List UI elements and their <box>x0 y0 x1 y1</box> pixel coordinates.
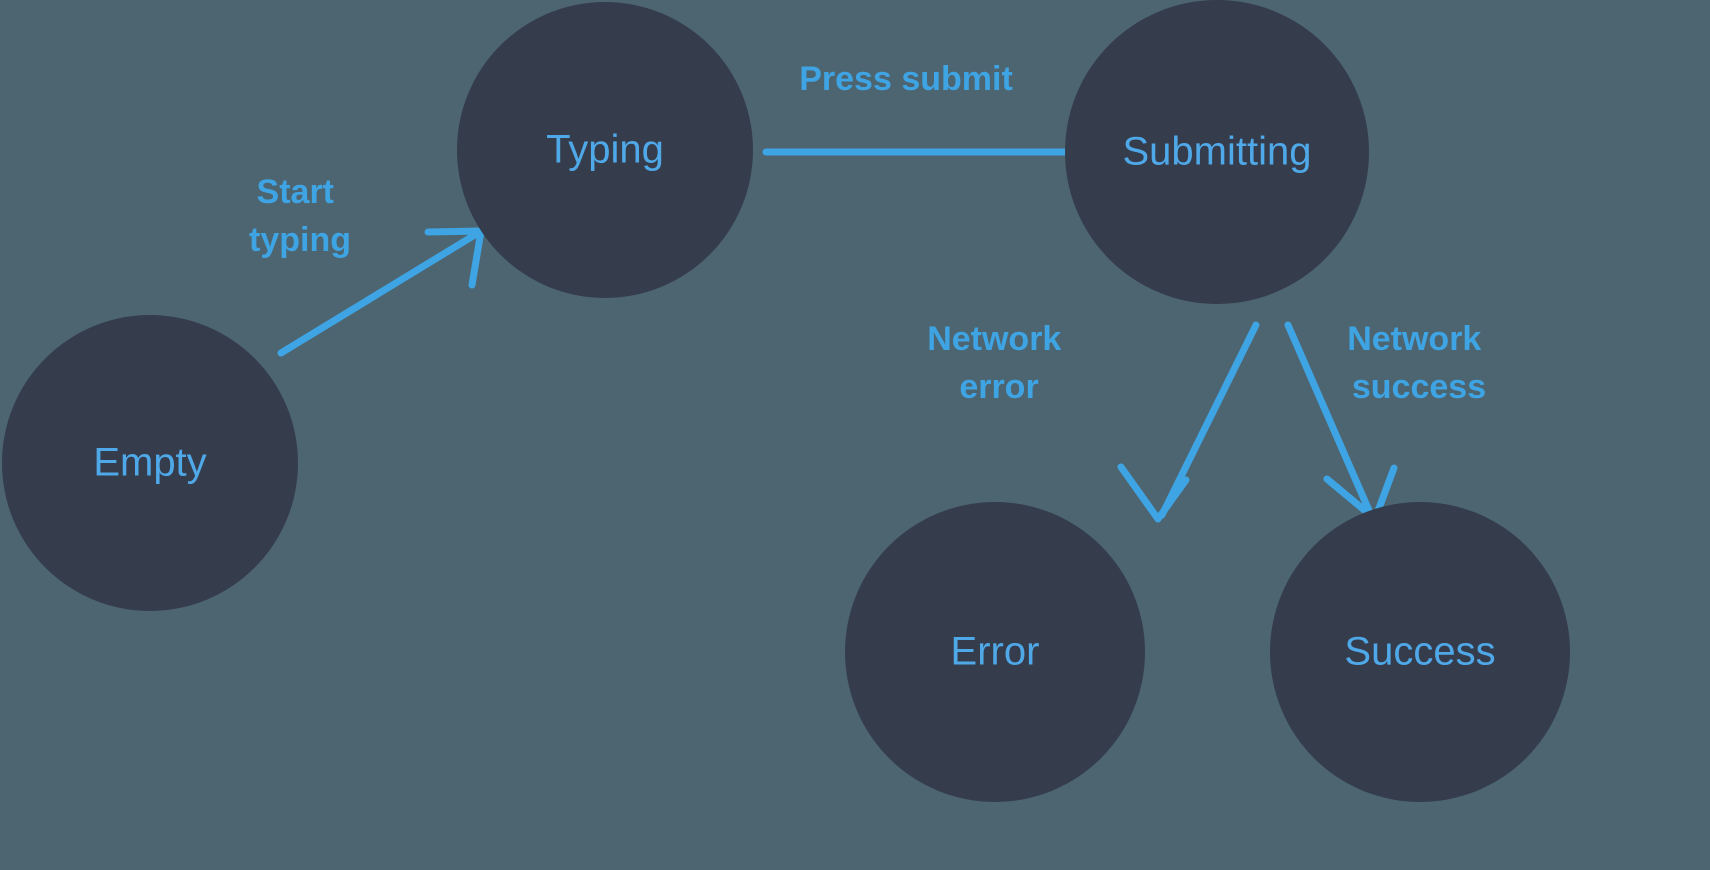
edge-label-line: Start <box>257 173 334 211</box>
edge-submitting-to-success-line <box>1284 321 1375 519</box>
edge-empty-to-typing-label: Start typing <box>249 173 351 259</box>
edge-submitting-to-success-label: Network success <box>1347 320 1491 406</box>
node-success-label: Success <box>1344 630 1495 674</box>
node-empty-label: Empty <box>93 441 206 485</box>
node-submitting-label: Submitting <box>1123 130 1312 174</box>
node-error[interactable]: Error <box>845 502 1145 802</box>
node-submitting-circle <box>1065 0 1369 304</box>
edge-label-line: success <box>1352 368 1486 406</box>
node-typing-circle <box>457 2 753 298</box>
edge-label-line: error <box>959 368 1038 406</box>
edge-label-line: Press submit <box>799 60 1013 98</box>
edge-empty-to-typing-line <box>277 229 482 357</box>
edge-submitting-to-error-line <box>1158 321 1260 519</box>
edge-submitting-to-error-arrowhead <box>1117 463 1190 523</box>
node-submitting[interactable]: Submitting <box>1065 0 1369 304</box>
node-typing-label: Typing <box>546 128 664 172</box>
edge-empty-to-typing[interactable]: Start typing <box>249 173 485 357</box>
edge-typing-to-submitting-label: Press submit <box>799 60 1013 98</box>
node-error-circle <box>845 502 1145 802</box>
node-success-circle <box>1270 502 1570 802</box>
node-error-label: Error <box>951 630 1040 674</box>
node-success[interactable]: Success <box>1270 502 1570 802</box>
edge-typing-to-submitting[interactable]: Press submit <box>762 60 1148 192</box>
node-empty-circle <box>2 315 298 611</box>
edge-label-line: Network <box>927 320 1061 358</box>
edge-label-line: Network <box>1347 320 1481 358</box>
edge-label-line: typing <box>249 221 351 259</box>
node-typing[interactable]: Typing <box>457 2 753 298</box>
edge-submitting-to-success[interactable]: Network success <box>1284 320 1491 523</box>
node-empty[interactable]: Empty <box>2 315 298 611</box>
edge-submitting-to-error-label: Network error <box>927 320 1071 406</box>
edge-empty-to-typing-arrowhead <box>424 227 485 289</box>
edge-submitting-to-error[interactable]: Network error <box>927 320 1260 523</box>
